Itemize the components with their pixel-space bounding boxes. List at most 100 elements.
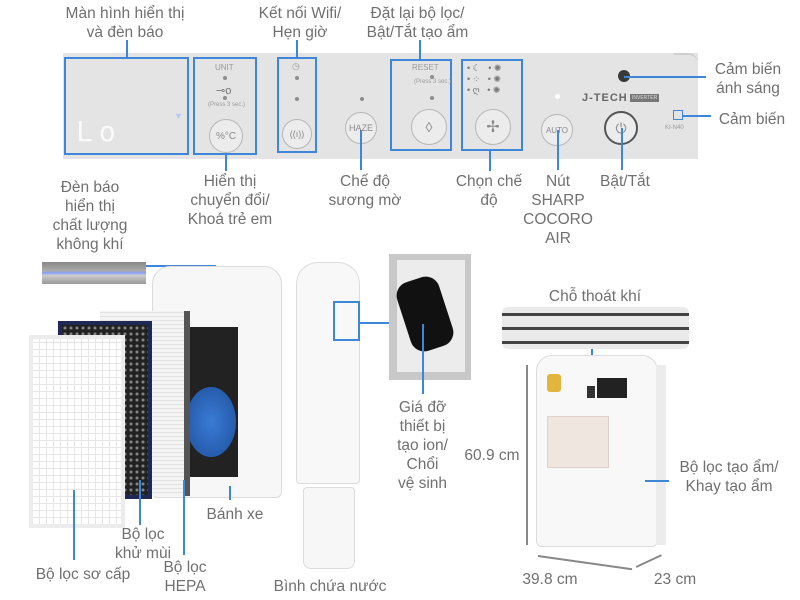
fan-chamber (183, 327, 238, 477)
label-line: Kết nối Wifi/ (258, 5, 342, 22)
callout-line (360, 322, 390, 324)
callout-line (621, 128, 623, 170)
label-mode-select: Chọn chế độ (447, 172, 531, 210)
reset-label: RESET (412, 63, 439, 72)
label-wheels: Bánh xe (206, 506, 264, 523)
unit-lock-box: UNIT ⊸o (Press 3 sec.) %°C (193, 57, 257, 155)
label-line: ánh sáng (716, 80, 780, 97)
mode-icons: • ☾ • ✺• ⁘ • ✺• ღ • ✺ (467, 63, 502, 95)
label-line: Khoá trẻ em (187, 211, 273, 228)
label-line: Đèn báo (60, 179, 120, 196)
callout-line (139, 480, 141, 525)
label-air-outlet: Chỗ thoát khí (548, 288, 642, 305)
label-wifi-timer: Kết nối Wifi/ Hẹn giờ (250, 4, 350, 42)
callout-line (146, 265, 216, 267)
side-panel (656, 365, 666, 545)
wifi-icon: ((ı)) (289, 129, 305, 139)
callout-line (229, 486, 231, 500)
ion-holder-location-box (333, 301, 360, 341)
label-line: tạo ion/ (397, 437, 448, 454)
dimension-height: 60.9 cm (464, 447, 520, 464)
callout-line (557, 130, 559, 170)
height-dimension-line (526, 365, 528, 545)
width-dimension-line (537, 555, 633, 570)
dimension-depth: 23 cm (653, 571, 697, 588)
label-line: Bộ lọc tạo ẩm/ (679, 459, 779, 476)
ion-holder-closeup (389, 254, 471, 380)
label-filter-reset: Đặt lại bộ lọc/ Bật/Tắt tạo ẩm (355, 4, 480, 42)
label-line: Hiển thị (203, 173, 257, 190)
indicator-dot (223, 96, 227, 100)
label-pre-filter: Bộ lọc sơ cấp (35, 566, 131, 583)
label-display-switch: Hiển thị chuyển đổi/ Khoá trẻ em (180, 172, 280, 229)
ion-generator (392, 272, 458, 356)
label-line: SHARP (531, 192, 585, 209)
label-line: Chọn chế (455, 173, 523, 190)
indicator-dot (223, 76, 227, 80)
label-display-screen: Màn hình hiển thị và đèn báo (60, 4, 190, 42)
info-sticker (547, 416, 609, 468)
label-line: chất lượng (52, 217, 128, 234)
label-line: chuyển đổi/ (190, 192, 270, 209)
callout-line (183, 480, 185, 555)
indicator-dot (430, 96, 434, 100)
brand-badge: INVERTER (630, 94, 660, 102)
indicator-dot (295, 97, 299, 101)
label-line: vệ sinh (397, 475, 448, 492)
fan-icon (186, 387, 236, 457)
label-line: HEPA (164, 578, 206, 595)
label-ion-holder: Giá đỡ thiết bị tạo ion/ Chổi vệ sinh (385, 398, 460, 493)
status-led (555, 94, 560, 99)
fan-mode-button[interactable]: ✢ (475, 109, 511, 145)
wifi-button[interactable]: ((ı)) (282, 119, 312, 149)
mode-box: • ☾ • ✺• ⁘ • ✺• ღ • ✺ ✢ (461, 59, 523, 151)
humidify-button[interactable]: ◊ (411, 109, 447, 145)
panel-edge (674, 53, 698, 67)
press-hint: (Press 3 sec.) (414, 79, 452, 85)
model-label: KI-N40 (665, 125, 684, 131)
label-humidifier-filter: Bộ lọc tạo ẩm/ Khay tạo ẩm (670, 458, 788, 496)
label-line: AIR (545, 230, 571, 247)
callout-line (489, 151, 491, 171)
water-drop-icon: ◊ (425, 119, 433, 135)
label-line: và đèn báo (86, 24, 164, 41)
label-line: Màn hình hiển thị (65, 5, 185, 22)
callout-line (360, 130, 362, 170)
callout-line (296, 40, 298, 57)
label-line: Bộ lọc (121, 526, 165, 543)
label-line: Cảm biến (714, 61, 782, 78)
label-line: độ (480, 192, 498, 209)
display-readout: Lo (76, 115, 122, 148)
callout-line (126, 40, 128, 57)
callout-line (419, 40, 421, 59)
pre-filter (29, 335, 125, 528)
indicator-dot (360, 97, 364, 101)
front-badge (587, 386, 595, 398)
dimension-width: 39.8 cm (522, 571, 578, 588)
callout-line (645, 480, 669, 482)
key-icon: ⊸o (216, 85, 232, 97)
label-hepa-filter: Bộ lọc HEPA (150, 558, 220, 596)
display-box: Lo ▼ (64, 57, 189, 155)
callout-line (73, 490, 75, 560)
reset-box: RESET (Press 3 sec.) ◊ (390, 59, 452, 151)
label-line: Hẹn giờ (272, 24, 328, 41)
unit-toggle-button[interactable]: %°C (209, 119, 243, 153)
label-power: Bật/Tắt (600, 173, 650, 190)
label-line: thiết bị (399, 418, 446, 435)
label-line: không khí (56, 236, 124, 253)
sensor-icon (673, 110, 683, 120)
front-sticker (597, 378, 627, 398)
label-line: Nút (545, 173, 571, 190)
press-hint: (Press 3 sec.) (208, 102, 246, 108)
callout-line (225, 155, 227, 171)
label-line: Bật/Tắt tạo ẩm (366, 24, 469, 41)
label-light-sensor: Cảm biến ánh sáng (706, 60, 790, 98)
brand-logo: J-TECH (582, 92, 628, 104)
depth-dimension-line (635, 554, 662, 568)
label-line: Bộ lọc (163, 559, 207, 576)
label-line: Đặt lại bộ lọc/ (370, 5, 465, 22)
label-deodorizing-filter: Bộ lọc khử mùi (108, 525, 178, 563)
label-line: Giá đỡ (398, 399, 447, 416)
callout-line (624, 76, 706, 78)
